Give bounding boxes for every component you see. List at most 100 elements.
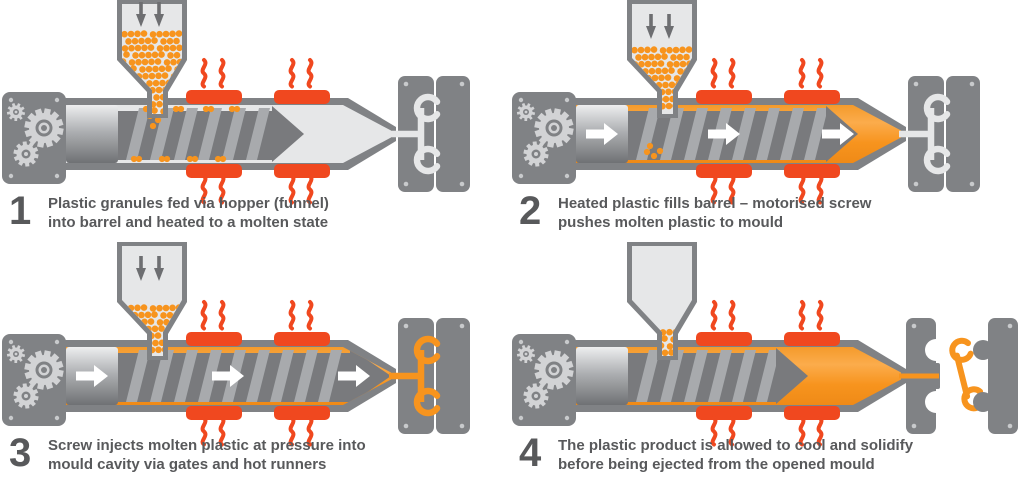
heater-band xyxy=(274,164,330,178)
bolt-dot xyxy=(969,181,975,187)
gears-icon xyxy=(516,103,574,167)
bolt-dot xyxy=(459,181,465,187)
step-panel-3: 3 Screw injects molten plastic at pressu… xyxy=(0,242,510,484)
bolt-dot xyxy=(459,323,465,329)
screw-flight xyxy=(660,350,684,402)
bolt-dot xyxy=(913,81,919,87)
bolt-dot xyxy=(911,423,917,429)
cavity-notch xyxy=(925,339,947,361)
heater-band xyxy=(784,406,840,420)
screw-flight xyxy=(246,108,270,160)
heater-bands xyxy=(696,90,840,178)
drive-cylinder xyxy=(576,347,628,405)
caption-line: into barrel and heated to a molten state xyxy=(48,214,329,231)
heater-band xyxy=(186,332,242,346)
heater-band xyxy=(186,164,242,178)
step-caption-1: 1 Plastic granules fed via hopper (funne… xyxy=(0,191,510,242)
bolt-dot xyxy=(913,181,919,187)
screw-flight xyxy=(804,108,828,160)
screw-flight xyxy=(780,108,804,160)
caption-line: Screw injects molten plastic at pressure… xyxy=(48,437,366,454)
bolt-dot xyxy=(54,339,60,345)
screw-flight xyxy=(174,108,198,160)
step-caption-2: 2 Heated plastic fills barrel – motorise… xyxy=(510,191,1020,242)
step-panel-4: 4 The plastic product is allowed to cool… xyxy=(510,242,1020,484)
flow-arrow-right-icon xyxy=(586,123,618,145)
mould xyxy=(899,318,947,434)
mould-right-half xyxy=(436,318,470,434)
heater-band xyxy=(696,332,752,346)
bolt-dot xyxy=(1007,323,1013,329)
screw-flight xyxy=(660,108,684,160)
hopper-funnel xyxy=(627,242,697,360)
screw-flight xyxy=(732,350,756,402)
heater-bands xyxy=(696,332,840,420)
gears-icon xyxy=(6,103,64,167)
bolt-dot xyxy=(459,81,465,87)
caption-line: Plastic granules fed via hopper (funnel) xyxy=(48,195,329,212)
caption-line: before being ejected from the opened mou… xyxy=(558,456,875,473)
step-text: Plastic granules fed via hopper (funnel)… xyxy=(48,191,329,232)
heater-band xyxy=(274,406,330,420)
mould-cavity-empty xyxy=(899,93,951,175)
flow-arrows xyxy=(76,365,370,387)
bolt-dot xyxy=(518,173,524,179)
bolt-dot xyxy=(403,181,409,187)
screw-flight xyxy=(294,350,318,402)
bolt-dot xyxy=(564,97,570,103)
heater-band xyxy=(274,332,330,346)
caption-line: pushes molten plastic to mould xyxy=(558,214,784,231)
step-number: 3 xyxy=(9,431,31,475)
caption-line: Heated plastic fills barrel – motorised … xyxy=(558,195,872,212)
mould-right-half xyxy=(436,76,470,192)
heat-waves-icon xyxy=(200,300,314,447)
screw-tip xyxy=(350,348,391,404)
heater-band xyxy=(784,90,840,104)
step-caption-4: 4 The plastic product is allowed to cool… xyxy=(510,433,1020,484)
feed-arrows-down-icon xyxy=(646,14,674,39)
step-number: 2 xyxy=(519,189,541,233)
heater-bands xyxy=(186,332,330,420)
heater-band xyxy=(696,164,752,178)
screw-flight xyxy=(174,350,198,402)
granules-in-barrel xyxy=(643,142,664,160)
step-panel-1: 1 Plastic granules fed via hopper (funne… xyxy=(0,0,510,242)
bolt-dot xyxy=(459,423,465,429)
bolt-dot xyxy=(564,415,570,421)
caption-line: The plastic product is allowed to cool a… xyxy=(558,437,914,454)
hopper-funnel xyxy=(117,242,187,360)
mould-right-half xyxy=(946,76,980,192)
screw-flight xyxy=(222,108,246,160)
screw-flight xyxy=(318,350,342,402)
screw-flight xyxy=(756,350,780,402)
bolt-dot xyxy=(8,173,14,179)
gears-icon xyxy=(6,345,64,409)
cavity-notch xyxy=(925,391,947,413)
screw-flight xyxy=(756,108,780,160)
heater-band xyxy=(696,406,752,420)
machine-illustration-step-2 xyxy=(512,0,980,205)
flow-arrow-right-icon xyxy=(76,365,108,387)
step-panel-2: 2 Heated plastic fills barrel – motorise… xyxy=(510,0,1020,242)
gears-icon xyxy=(516,345,574,409)
heater-band xyxy=(784,164,840,178)
flow-arrow-right-icon xyxy=(822,123,854,145)
flow-arrow-right-icon xyxy=(338,365,370,387)
bolt-dot xyxy=(8,339,14,345)
granules-in-barrel xyxy=(130,105,241,163)
screw-flight xyxy=(126,350,150,402)
step-text: The plastic product is allowed to cool a… xyxy=(558,433,913,474)
drive-cylinder xyxy=(66,105,118,163)
machine-illustration-step-1 xyxy=(2,0,470,205)
bolt-dot xyxy=(911,323,917,329)
bolt-dot xyxy=(403,81,409,87)
bolt-dot xyxy=(564,339,570,345)
screw-flight xyxy=(636,108,660,160)
heater-band xyxy=(186,406,242,420)
screw-flight xyxy=(684,350,708,402)
hopper-funnel xyxy=(627,0,697,118)
step-number: 4 xyxy=(519,431,541,475)
heater-band xyxy=(784,332,840,346)
screw-flight xyxy=(246,350,270,402)
